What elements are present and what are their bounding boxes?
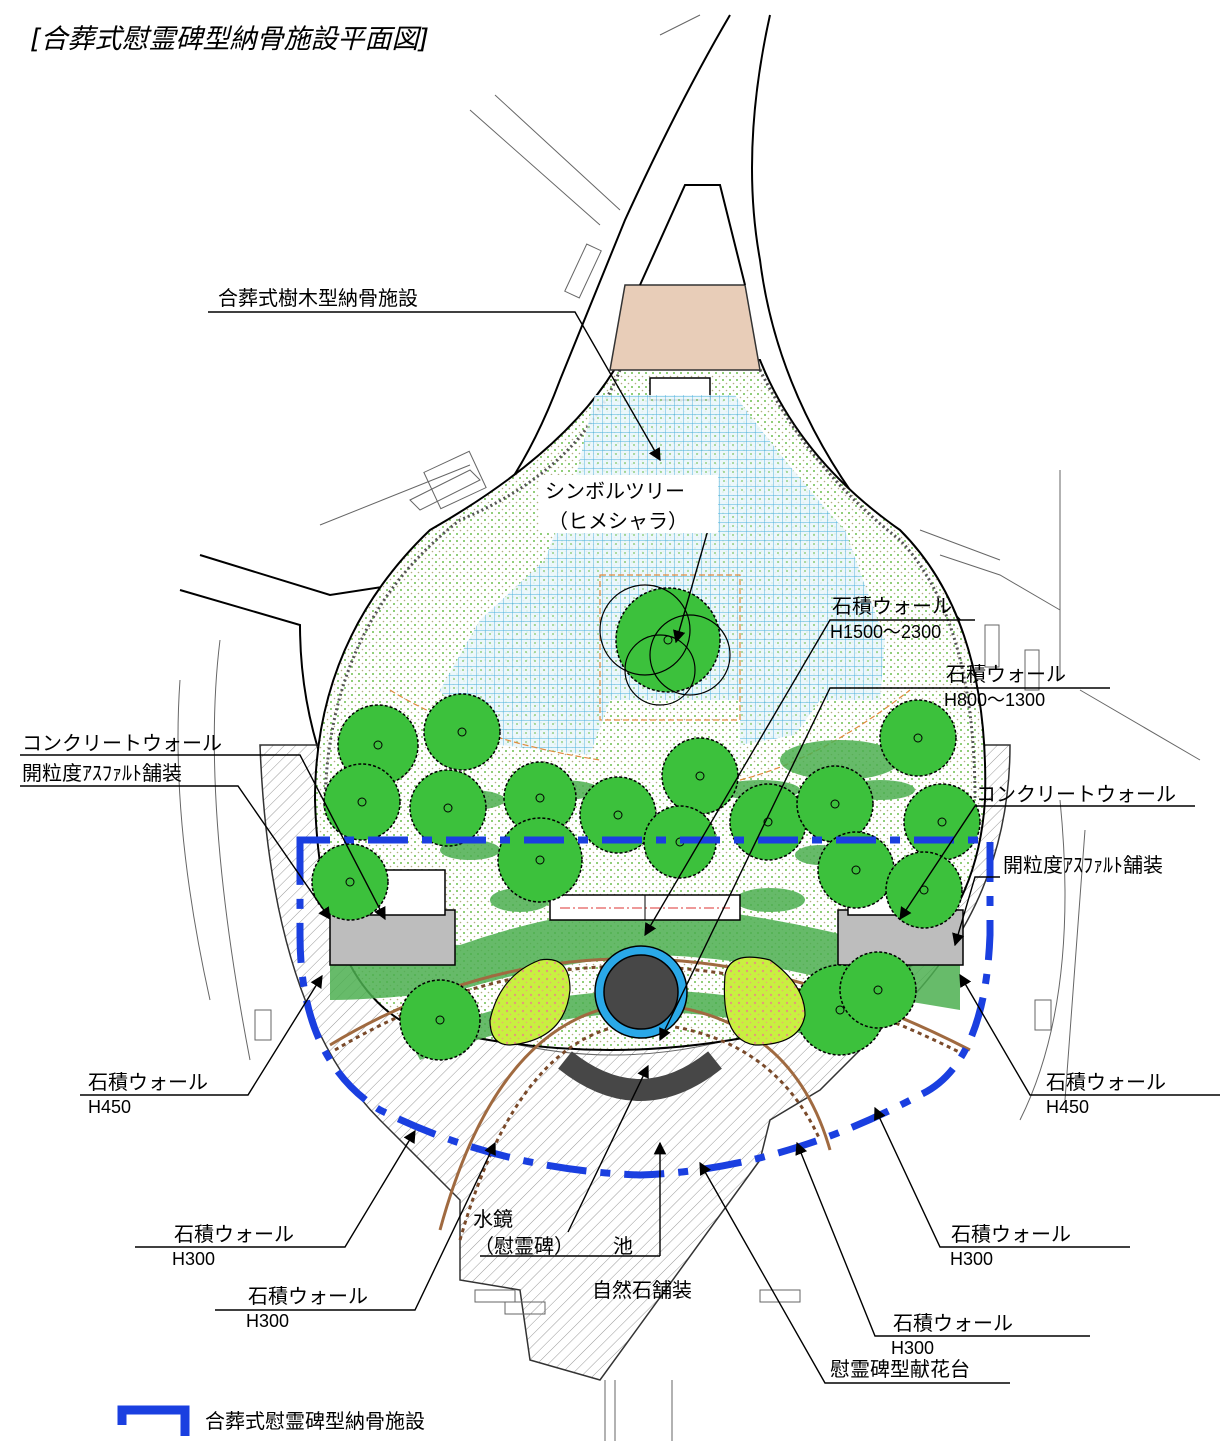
tree-trunk bbox=[851, 865, 861, 875]
tile-outline bbox=[599, 574, 741, 721]
tree-trunk bbox=[937, 817, 947, 827]
tree-canopy-outline bbox=[599, 584, 691, 676]
symbol-tree-label-bg bbox=[540, 475, 718, 533]
label-stone-wall-r450-height: H450 bbox=[1046, 1097, 1089, 1117]
tree-trunk bbox=[763, 817, 773, 827]
tree-group bbox=[311, 584, 981, 1061]
tree-facility-tiles bbox=[440, 395, 885, 755]
label-symbol-tree-species: （ヒメシャラ） bbox=[548, 509, 688, 533]
tree-canopy bbox=[885, 851, 963, 929]
flower-bed-left bbox=[489, 958, 571, 1046]
tree-canopy bbox=[615, 587, 721, 693]
tree-canopy bbox=[729, 783, 807, 861]
label-stone-wall-r450: 石積ウォール bbox=[1046, 1070, 1166, 1094]
tree-canopy-outline bbox=[649, 614, 731, 696]
facility-boundary bbox=[296, 836, 994, 1179]
tree-canopy bbox=[579, 776, 657, 854]
tree-trunk bbox=[830, 799, 840, 809]
tree-canopy bbox=[311, 843, 389, 921]
label-stone-wall-r300a: 石積ウォール bbox=[951, 1222, 1071, 1246]
label-natural-stone: 自然石舗装 bbox=[592, 1278, 692, 1302]
tree-trunk bbox=[913, 733, 923, 743]
tree-trunk bbox=[613, 810, 623, 820]
label-monument: （慰霊碑） bbox=[474, 1234, 574, 1258]
tree-canopy bbox=[903, 783, 981, 861]
label-symbol-tree: シンボルツリー bbox=[545, 479, 685, 503]
label-stone-wall-a: 石積ウォール bbox=[832, 594, 952, 618]
drawing-title: [合葬式慰霊碑型納骨施設平面図] bbox=[30, 24, 429, 55]
tree-trunk bbox=[373, 740, 383, 750]
label-stone-wall-b: 石積ウォール bbox=[946, 662, 1066, 686]
tree-canopy bbox=[879, 699, 957, 777]
tree-canopy bbox=[423, 693, 501, 771]
flower-bed-right bbox=[723, 956, 806, 1046]
tree-canopy bbox=[399, 979, 481, 1061]
tree-trunk bbox=[443, 803, 453, 813]
tree-canopy bbox=[323, 763, 401, 841]
bench bbox=[474, 1289, 516, 1303]
tree-canopy bbox=[839, 951, 917, 1029]
label-stone-wall-l450: 石積ウォール bbox=[88, 1070, 208, 1094]
tree-trunk bbox=[835, 1005, 845, 1015]
entrance-pad bbox=[609, 284, 761, 371]
garden-border-dotted bbox=[323, 369, 977, 801]
label-stone-wall-l300b: 石積ウォール bbox=[248, 1284, 368, 1308]
tree-trunk bbox=[357, 797, 367, 807]
tree-trunk bbox=[457, 727, 467, 737]
tree-canopy bbox=[409, 769, 487, 847]
leader-lines bbox=[20, 311, 1220, 1384]
monument-pond bbox=[489, 945, 806, 1101]
tree-trunk bbox=[873, 985, 883, 995]
flower-stand-arc bbox=[558, 1051, 722, 1101]
bench bbox=[504, 1301, 546, 1315]
tree-trunk bbox=[695, 771, 705, 781]
label-stone-wall-l450-height: H450 bbox=[88, 1097, 131, 1117]
legend-label: 合葬式慰霊碑型納骨施設 bbox=[205, 1409, 425, 1433]
tree-trunk bbox=[345, 877, 355, 887]
tree-trunk bbox=[535, 855, 545, 865]
label-stone-wall-r300a-height: H300 bbox=[950, 1249, 993, 1269]
label-pond: 池 bbox=[613, 1234, 633, 1258]
label-stone-wall-l300a-height: H300 bbox=[172, 1249, 215, 1269]
label-stone-wall-a-height: H1500〜2300 bbox=[830, 622, 941, 642]
label-stone-wall-b-height: H800〜1300 bbox=[944, 690, 1045, 710]
label-stone-wall-l300a: 石積ウォール bbox=[174, 1222, 294, 1246]
tree-trunk bbox=[435, 1015, 445, 1025]
tree-canopy-outline bbox=[624, 634, 696, 706]
tree-canopy bbox=[497, 817, 583, 903]
label-concrete-wall-left: コンクリートウォール bbox=[22, 731, 222, 755]
label-stone-wall-l300b-height: H300 bbox=[246, 1311, 289, 1331]
label-concrete-wall-right: コンクリートウォール bbox=[976, 782, 1176, 806]
label-stone-wall-r300b-height: H300 bbox=[891, 1338, 934, 1358]
label-flower-stand: 慰霊碑型献花台 bbox=[830, 1357, 970, 1381]
tree-canopy bbox=[796, 765, 874, 843]
label-asphalt-left: 開粒度ｱｽﾌｧﾙﾄ舗装 bbox=[22, 761, 182, 785]
label-water-mirror: 水鏡 bbox=[473, 1207, 513, 1231]
label-asphalt-right: 開粒度ｱｽﾌｧﾙﾄ舗装 bbox=[1003, 853, 1163, 877]
label-tree-facility: 合葬式樹木型納骨施設 bbox=[218, 286, 418, 310]
monument-center bbox=[603, 954, 679, 1030]
tree-trunk bbox=[535, 793, 545, 803]
legend-boundary-swatch bbox=[117, 1405, 190, 1436]
legend: 合葬式慰霊碑型納骨施設 bbox=[117, 1405, 425, 1436]
bench bbox=[759, 1289, 801, 1303]
road-linework bbox=[177, 14, 1201, 1441]
tree-canopy bbox=[661, 737, 739, 815]
label-stone-wall-r300b: 石積ウォール bbox=[893, 1311, 1013, 1335]
